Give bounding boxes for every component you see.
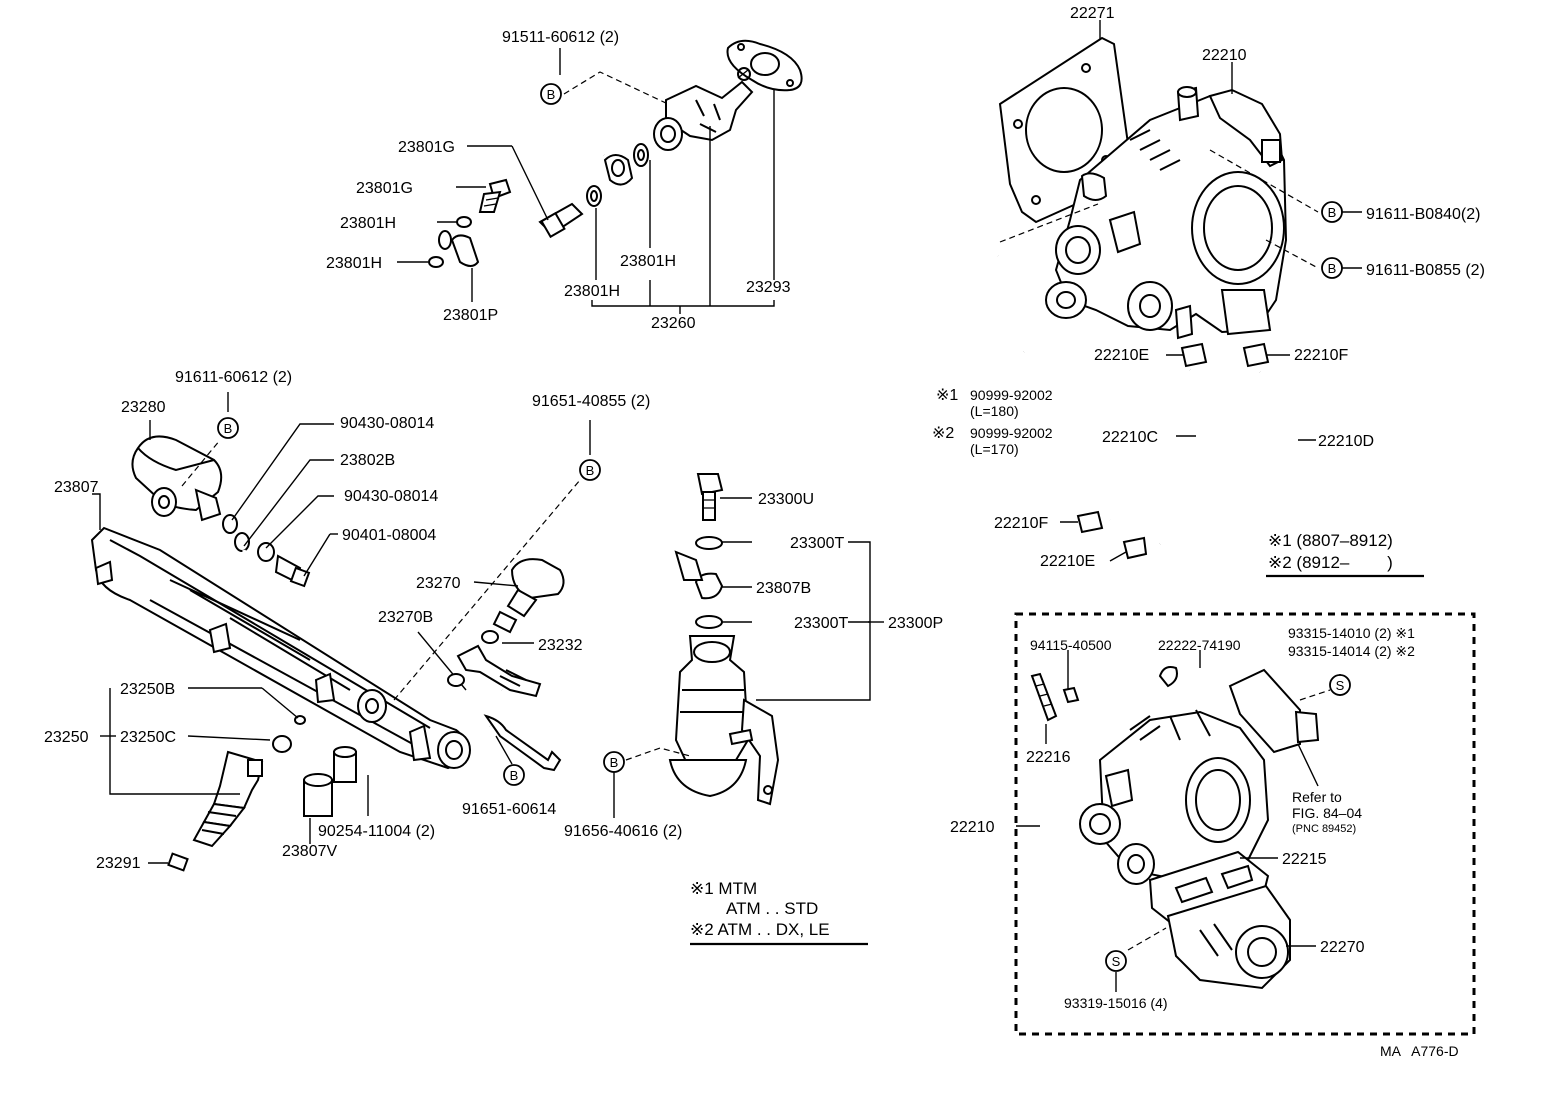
label-23802b: 23802B xyxy=(340,452,395,469)
label-91611-60612: 91611-60612 (2) xyxy=(175,369,292,386)
label-23801g-a: 23801G xyxy=(398,139,455,156)
label-22270: 22270 xyxy=(1320,939,1365,956)
label-22210f-b: 22210F xyxy=(994,515,1048,532)
label-90401-08004: 90401-08004 xyxy=(342,527,436,544)
label-22210d: 22210D xyxy=(1318,433,1374,450)
circle-b5 xyxy=(603,751,625,773)
label-91651-60614: 91651-60614 xyxy=(462,801,556,818)
label-23801h-b: 23801H xyxy=(326,255,382,272)
note-m2-hose: ※2 xyxy=(932,425,954,442)
legend-m2-years: ※2 (8912– ) xyxy=(1268,553,1393,572)
label-fig-84-04: FIG. 84–04 xyxy=(1292,805,1362,821)
label-pnc-89452: (PNC 89452) xyxy=(1292,823,1356,835)
circle-b7 xyxy=(1321,257,1343,279)
label-23801h-a: 23801H xyxy=(340,215,396,232)
label-94115-40500: 94115-40500 xyxy=(1030,637,1112,653)
label-23807: 23807 xyxy=(54,479,99,496)
drawing-code: MA A776-D xyxy=(1380,1043,1459,1059)
label-93315-14014: 93315-14014 (2) ※2 xyxy=(1288,643,1415,659)
label-23280: 23280 xyxy=(121,399,166,416)
label-23293: 23293 xyxy=(746,279,791,296)
label-22210-top: 22210 xyxy=(1202,47,1247,64)
label-93319-15016: 93319-15016 (4) xyxy=(1064,995,1168,1011)
circle-b4-letter: B xyxy=(510,768,519,783)
circle-b2 xyxy=(217,417,239,439)
label-91656-40616: 91656-40616 (2) xyxy=(564,823,682,840)
delivery-pipe-drawing xyxy=(90,392,591,872)
label-22215: 22215 xyxy=(1282,851,1327,868)
label-22210e-b: 22210E xyxy=(1040,553,1095,570)
circle-b3 xyxy=(579,459,601,481)
label-90430-08014-a: 90430-08014 xyxy=(340,415,434,432)
circle-s2-letter: S xyxy=(1112,954,1121,969)
regulator-hose-assembly-drawing xyxy=(397,39,803,314)
label-23807v: 23807V xyxy=(282,843,337,860)
label-91611-b0840: 91611-B0840(2) xyxy=(1366,206,1480,223)
label-23807b: 23807B xyxy=(756,580,811,597)
label-23250b: 23250B xyxy=(120,681,175,698)
circle-b5-letter: B xyxy=(610,755,619,770)
label-23270b: 23270B xyxy=(378,609,433,626)
label-23270: 23270 xyxy=(416,575,461,592)
label-22210e-a: 22210E xyxy=(1094,347,1149,364)
fuel-filter-drawing xyxy=(447,473,884,818)
circled-reference-markers xyxy=(217,83,1351,972)
label-length-170: (L=170) xyxy=(970,441,1019,457)
label-length-180: (L=180) xyxy=(970,403,1019,419)
label-22210c: 22210C xyxy=(1102,429,1158,446)
note-mtm: ※1 MTM xyxy=(690,879,757,898)
circle-b7-letter: B xyxy=(1328,261,1337,276)
label-23260: 23260 xyxy=(651,315,696,332)
label-91611-b0855: 91611-B0855 (2) xyxy=(1366,262,1485,279)
circle-b6-letter: B xyxy=(1328,205,1337,220)
label-23300t-b: 23300T xyxy=(794,615,848,632)
legend-m1-years: ※1 (8807–8912) xyxy=(1268,531,1393,550)
label-91511-60612: 91511-60612 (2) xyxy=(502,29,619,46)
circle-b3-letter: B xyxy=(586,463,595,478)
label-refer-to: Refer to xyxy=(1292,789,1342,805)
label-90430-08014-b: 90430-08014 xyxy=(344,488,438,505)
label-23250c: 23250C xyxy=(120,729,176,746)
circle-b4 xyxy=(503,764,525,786)
throttle-body-subassy-drawing xyxy=(1014,612,1476,1036)
label-90999-92002-a: 90999-92002 xyxy=(970,387,1053,403)
label-23232: 23232 xyxy=(538,637,583,654)
label-22271: 22271 xyxy=(1070,5,1115,22)
circle-b2-letter: B xyxy=(224,421,233,436)
label-23291: 23291 xyxy=(96,855,141,872)
note-atm-std: ATM . . STD xyxy=(726,899,818,918)
label-23801g-b: 23801G xyxy=(356,180,413,197)
label-23300t-a: 23300T xyxy=(790,535,844,552)
circle-s1-letter: S xyxy=(1336,678,1345,693)
label-22210f-a: 22210F xyxy=(1294,347,1348,364)
label-22210-bottom: 22210 xyxy=(950,819,995,836)
label-93315-14010: 93315-14010 (2) ※1 xyxy=(1288,625,1415,641)
label-91651-40855: 91651-40855 (2) xyxy=(532,393,650,410)
label-22222-74190: 22222-74190 xyxy=(1158,637,1241,653)
label-22216: 22216 xyxy=(1026,749,1071,766)
label-23250: 23250 xyxy=(44,729,89,746)
label-23801h-d: 23801H xyxy=(564,283,620,300)
label-23300u: 23300U xyxy=(758,491,814,508)
circle-b6 xyxy=(1321,201,1343,223)
circle-b1 xyxy=(540,83,562,105)
note-atm-dx-le: ※2 ATM . . DX, LE xyxy=(690,920,830,939)
note-m1-hose: ※1 xyxy=(936,387,958,404)
circle-s2 xyxy=(1105,950,1127,972)
label-90254-11004: 90254-11004 (2) xyxy=(318,823,435,840)
label-23801h-c: 23801H xyxy=(620,253,676,270)
label-23801p: 23801P xyxy=(443,307,498,324)
circle-s1 xyxy=(1329,674,1351,696)
circle-b1-letter: B xyxy=(547,87,556,102)
label-90999-92002-b: 90999-92002 xyxy=(970,425,1053,441)
part-labels: 91511-60612 (2) B 23801G 23801G 23801H 2… xyxy=(44,5,1485,1059)
label-23300p: 23300P xyxy=(888,615,943,632)
throttle-body-top-drawing xyxy=(994,20,1424,578)
